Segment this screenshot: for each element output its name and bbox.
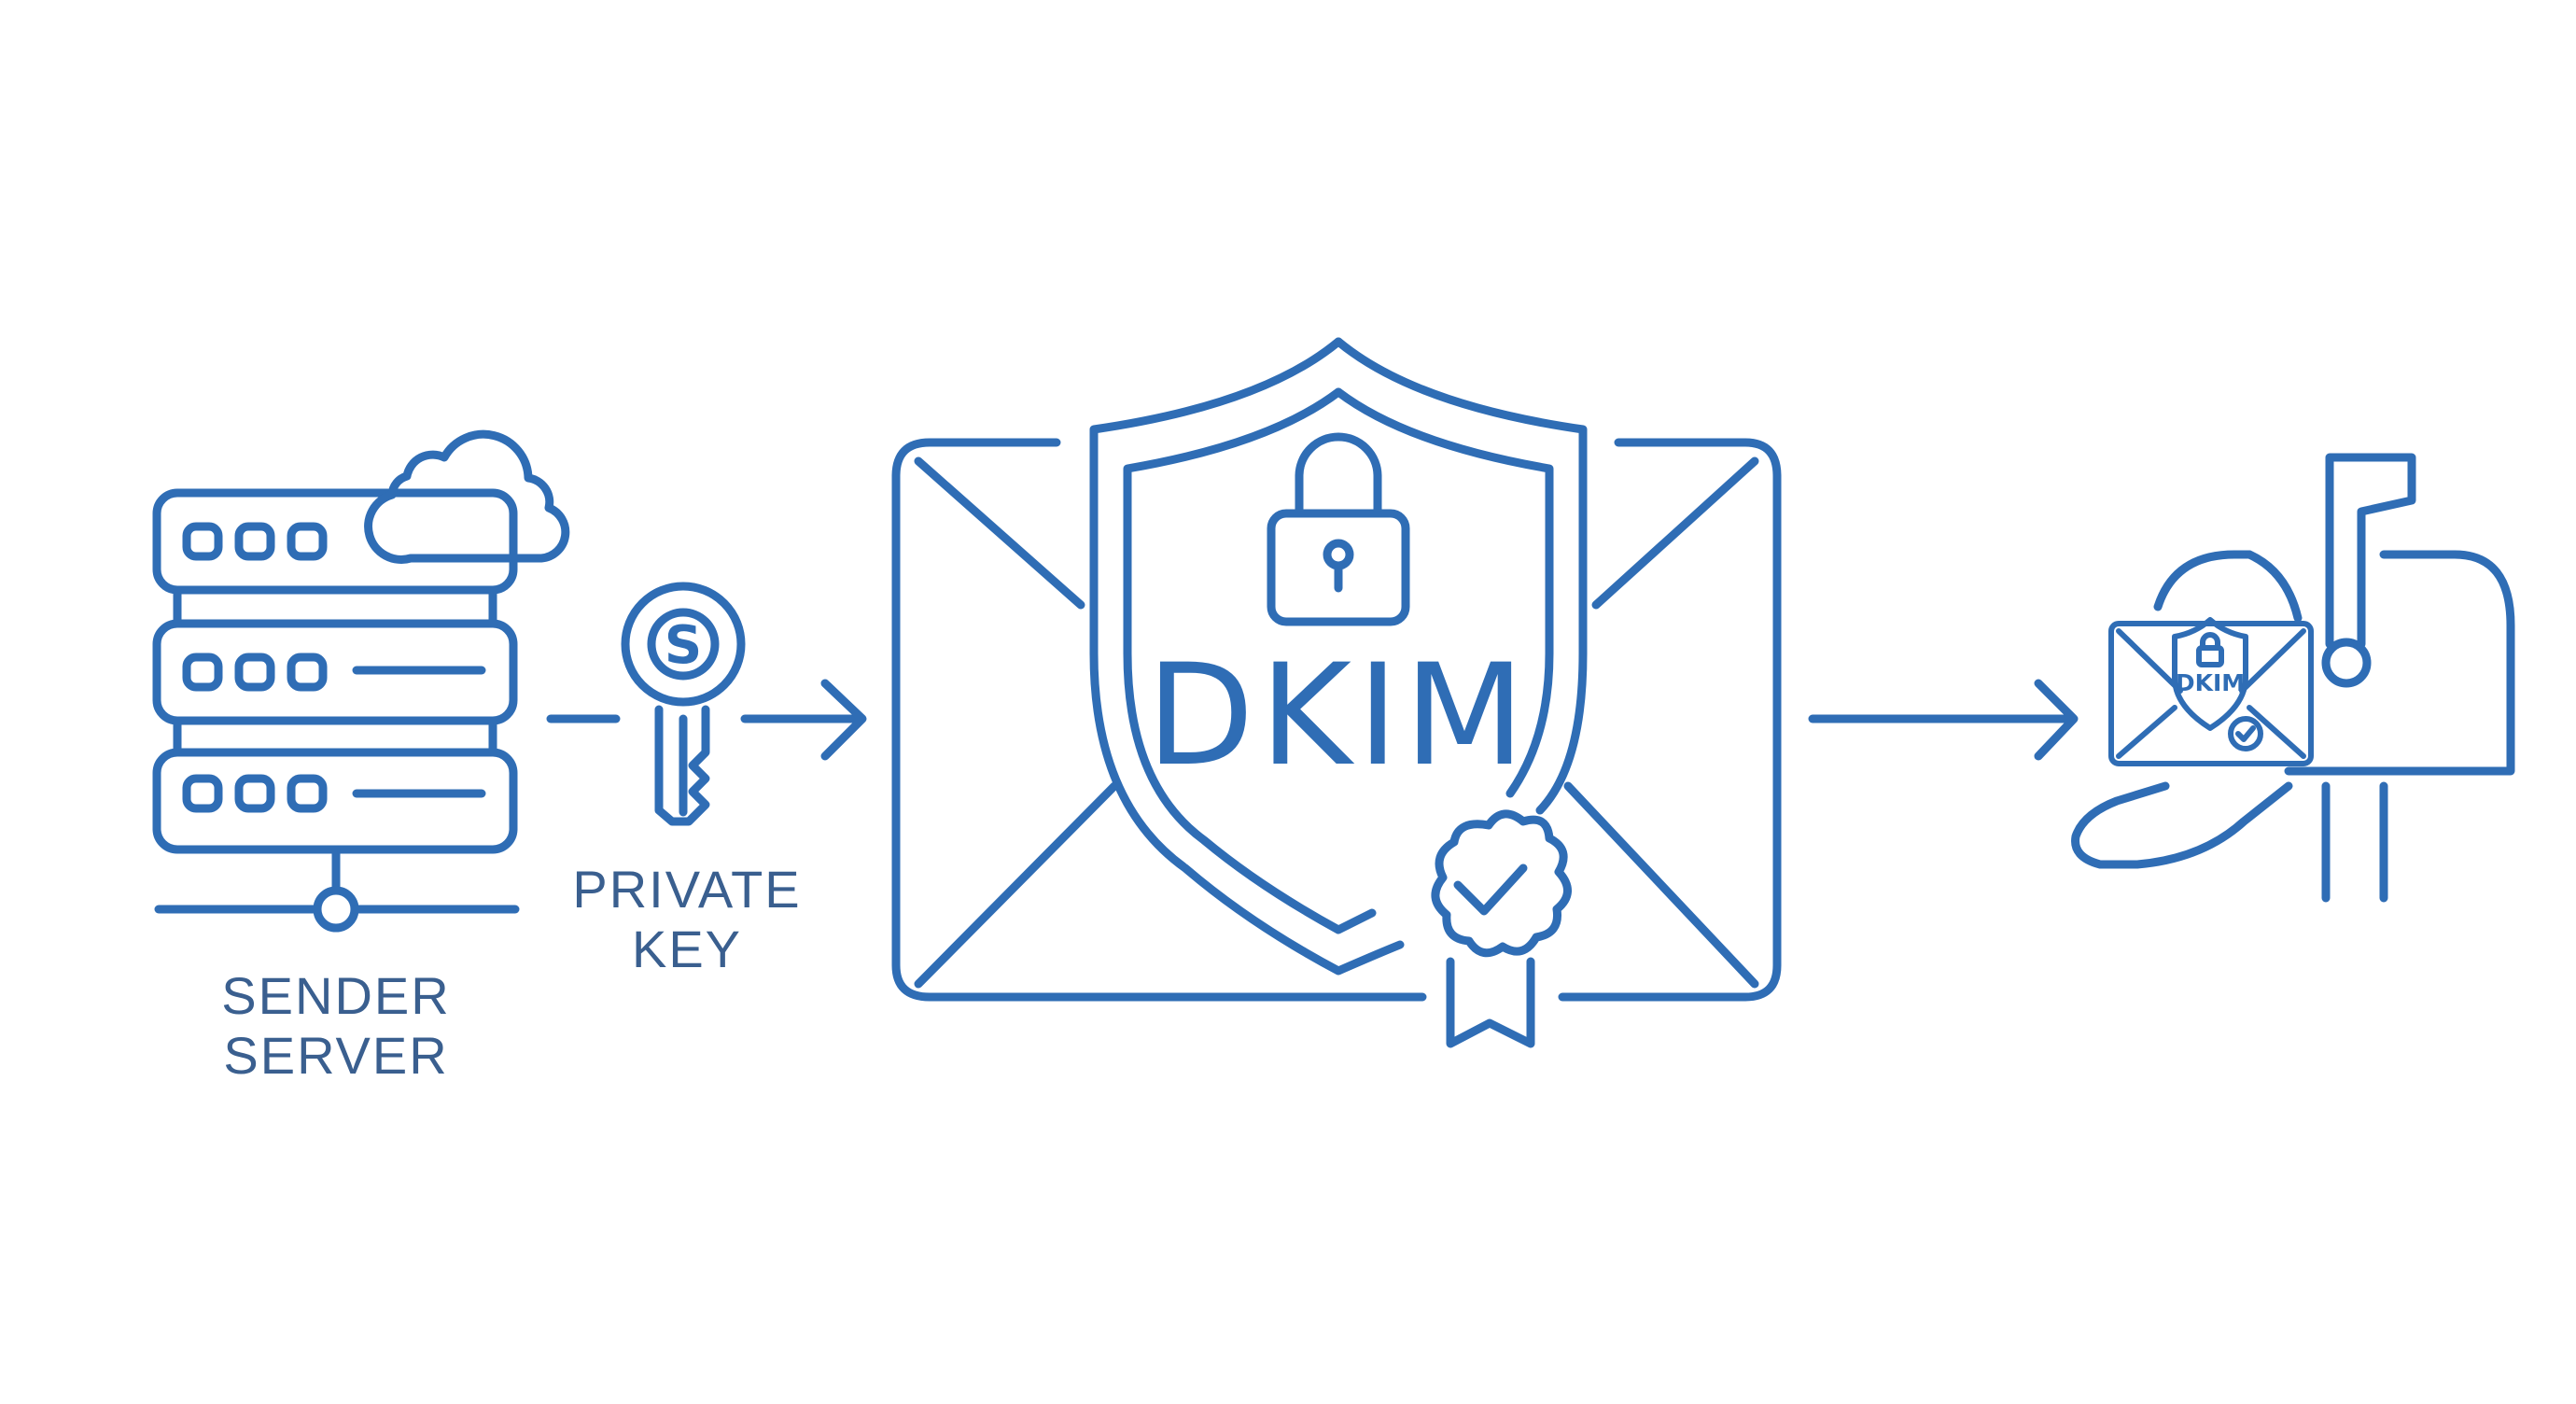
mini-certificate-badge	[2228, 716, 2263, 751]
mailbox-icon	[2071, 453, 2515, 903]
key-label-line1: PRIVATE	[572, 860, 801, 919]
key-icon	[621, 582, 746, 826]
arrow-right-icon	[740, 679, 867, 761]
mini-dkim-text: DKIM	[2176, 669, 2245, 696]
server-unit-bottom	[152, 748, 518, 854]
network-node-icon	[313, 886, 359, 933]
envelope-outline	[891, 438, 1427, 1002]
certificate-badge-icon	[1431, 809, 1572, 1048]
key-glyph: S	[665, 615, 702, 676]
key-glyph-ring	[647, 608, 720, 681]
server-rack-cloud-icon	[152, 429, 570, 933]
shield-outer	[1089, 337, 1405, 976]
padlock-icon	[1267, 432, 1410, 626]
key-label-line2: KEY	[632, 920, 742, 978]
shield-inner	[1123, 387, 1377, 934]
sender-label-line2: SERVER	[223, 1026, 448, 1085]
arrow-right-icon	[1808, 679, 2079, 761]
mailbox-flag	[2325, 453, 2416, 649]
dkim-badge-text: DKIM	[1146, 635, 1531, 797]
mini-shield	[2172, 617, 2248, 731]
sender-label-line1: SENDER	[221, 966, 450, 1025]
key-bow	[621, 582, 746, 707]
shield-lock-envelope-icon	[891, 337, 1782, 1048]
cloud-icon	[364, 429, 570, 564]
server-unit-top	[152, 488, 518, 595]
server-unit-middle	[152, 619, 518, 725]
